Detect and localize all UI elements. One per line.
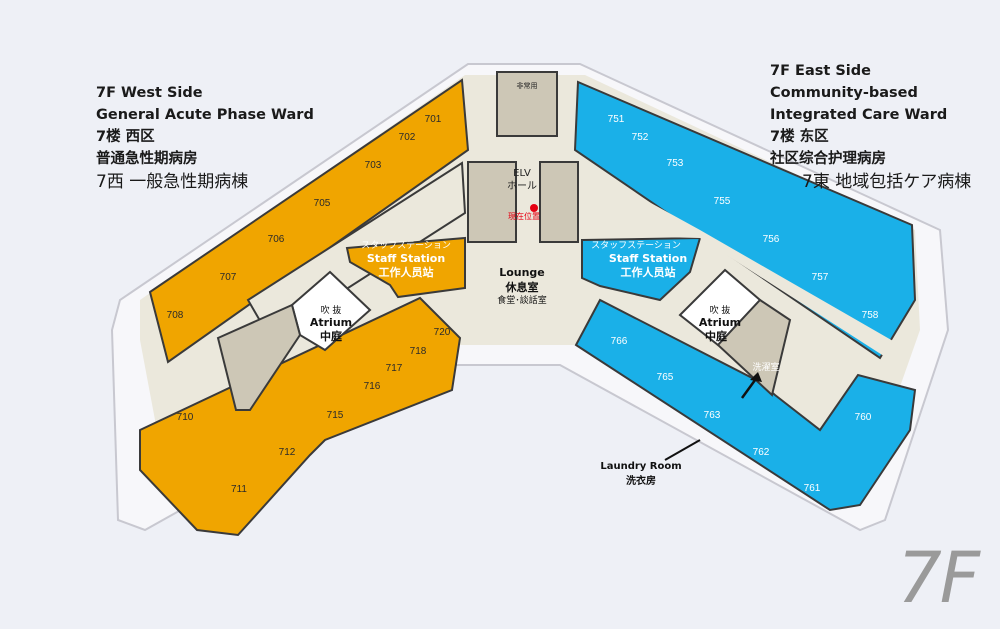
east-legend-line5: 社区综合护理病房: [770, 151, 886, 167]
room-number-765: 765: [657, 372, 674, 383]
room-number-758: 758: [862, 310, 879, 321]
room-number-718: 718: [410, 346, 427, 357]
room-number-711: 711: [231, 484, 247, 495]
atrium-west-ja: 吹 抜: [321, 304, 342, 316]
atrium-east-ja: 吹 抜: [710, 304, 731, 316]
current-location-label: 現在位置: [508, 211, 540, 221]
room-labels: 701 702 703 705 706 707 708 710 711 712 715 716 717 7…: [167, 114, 879, 495]
room-number-717: 717: [386, 363, 403, 374]
lounge-ja: 食堂･談話室: [497, 294, 547, 306]
atrium-west-service: [216, 303, 302, 411]
west-staff-ja: スタッフステーション: [361, 240, 451, 251]
east-legend-line2: Community-based: [770, 85, 918, 101]
room-number-702: 702: [399, 132, 416, 143]
room-number-701: 701: [425, 114, 442, 125]
room-number-766: 766: [611, 336, 628, 347]
lounge-zh: 休息室: [505, 280, 539, 294]
elevator-core: [496, 71, 558, 137]
west-legend-line1: 7F West Side: [96, 85, 203, 101]
laundry-leader: [664, 439, 701, 461]
east-staff-ja: スタッフステーション: [591, 240, 681, 251]
room-number-752: 752: [632, 132, 649, 143]
room-number-706: 706: [268, 234, 285, 245]
west-lower-block: [139, 296, 462, 537]
room-number-755: 755: [714, 196, 731, 207]
room-number-715: 715: [327, 410, 344, 421]
room-number-751: 751: [608, 114, 625, 125]
room-number-761: 761: [804, 483, 821, 494]
east-staff-en: Staff Station: [609, 252, 687, 265]
elv-label: ELV: [513, 168, 531, 179]
east-legend-line3: Integrated Care Ward: [770, 107, 948, 123]
room-number-753: 753: [667, 158, 684, 169]
room-number-707: 707: [220, 272, 237, 283]
east-corridor: [582, 165, 900, 360]
laundry-en: Laundry Room: [600, 461, 681, 472]
west-legend-line2: General Acute Phase Ward: [96, 107, 314, 123]
east-legend-line4: 7楼 东区: [770, 129, 829, 145]
west-staff-en: Staff Station: [367, 252, 445, 265]
elevator-hall-right: [539, 161, 579, 243]
room-number-712: 712: [279, 447, 296, 458]
atrium-west-zh: 中庭: [320, 329, 342, 343]
room-number-708: 708: [167, 310, 184, 321]
room-number-716: 716: [364, 381, 381, 392]
atrium-east-zh: 中庭: [705, 329, 727, 343]
laundry-ja: 洗濯室: [752, 361, 779, 373]
room-number-763: 763: [704, 410, 721, 421]
room-number-710: 710: [177, 412, 194, 423]
west-legend-line4: 普通急性期病房: [96, 151, 198, 167]
room-number-705: 705: [314, 198, 331, 209]
elevator-hall-left: [467, 161, 517, 243]
emergency-label: 非常用: [517, 81, 538, 90]
laundry-zh: 洗衣房: [626, 474, 656, 487]
east-legend-line1: 7F East Side: [770, 63, 871, 79]
laundry-arrowhead: [750, 372, 762, 382]
room-number-762: 762: [753, 447, 770, 458]
west-staff-station: [345, 236, 466, 299]
lounge-en: Lounge: [499, 266, 545, 279]
elv-hall-label: ホール: [507, 180, 537, 192]
atrium-west-en: Atrium: [310, 316, 352, 329]
room-number-720: 720: [434, 327, 451, 338]
east-legend: 7F East Side Community-based Integrated …: [770, 60, 971, 194]
current-location-marker: [530, 204, 538, 212]
east-lower-block: [574, 298, 917, 512]
west-legend: 7F West Side General Acute Phase Ward 7楼…: [96, 82, 314, 194]
west-legend-line5: 7西 一般急性期病棟: [96, 172, 249, 192]
west-legend-line3: 7楼 西区: [96, 129, 155, 145]
room-number-757: 757: [812, 272, 829, 283]
room-number-760: 760: [855, 412, 872, 423]
west-staff-zh: 工作人员站: [379, 265, 434, 279]
east-staff-zh: 工作人员站: [621, 265, 676, 279]
east-legend-line6: 7東 地域包括ケア病棟: [802, 172, 972, 192]
room-number-703: 703: [365, 160, 382, 171]
atrium-east-en: Atrium: [699, 316, 741, 329]
floor-number: 7F: [897, 537, 980, 619]
room-number-756: 756: [763, 234, 780, 245]
east-upper-block: [573, 80, 917, 360]
